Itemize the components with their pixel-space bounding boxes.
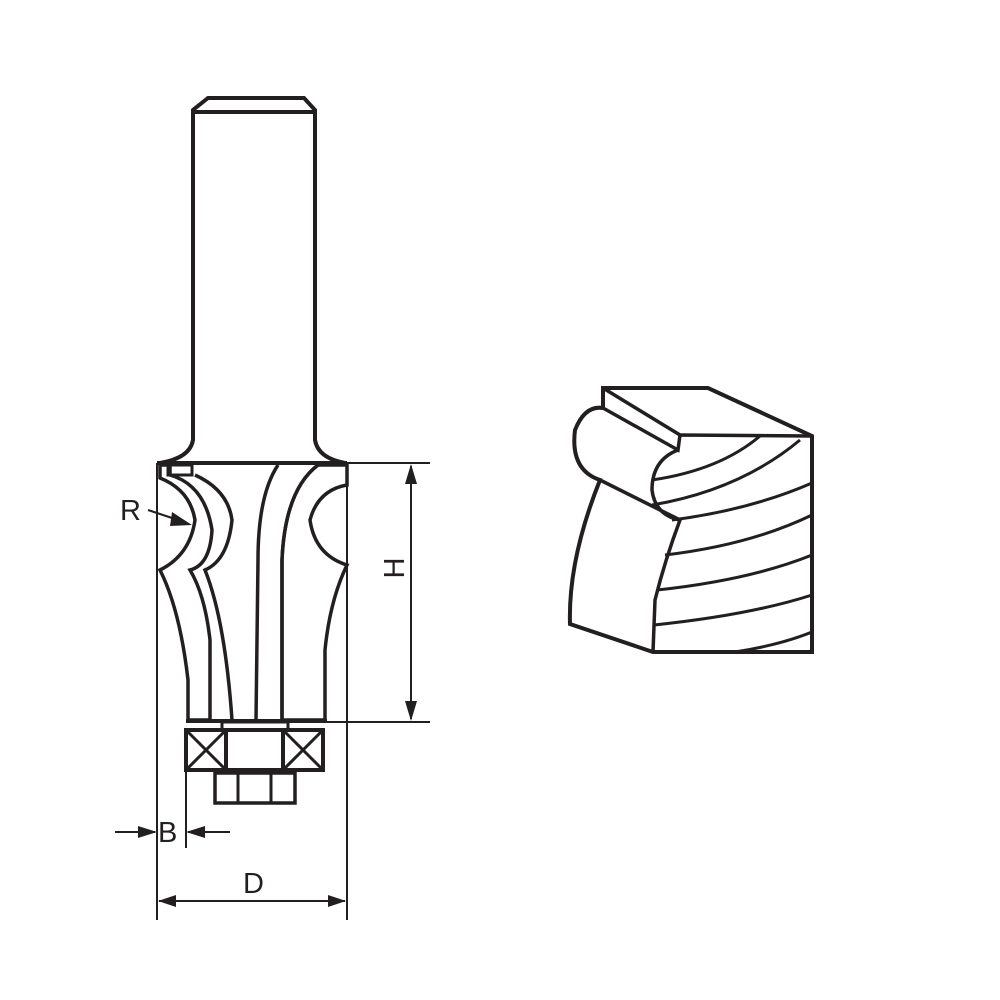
shank — [159, 96, 346, 465]
label-diameter: D — [243, 868, 264, 900]
wood-profile — [567, 386, 814, 654]
label-radius: R — [120, 495, 141, 527]
cutter-body — [157, 461, 350, 723]
label-height: H — [379, 558, 411, 579]
dimension-lines — [115, 462, 430, 920]
label-bearing-offset: B — [158, 817, 177, 849]
bearing — [184, 720, 325, 805]
